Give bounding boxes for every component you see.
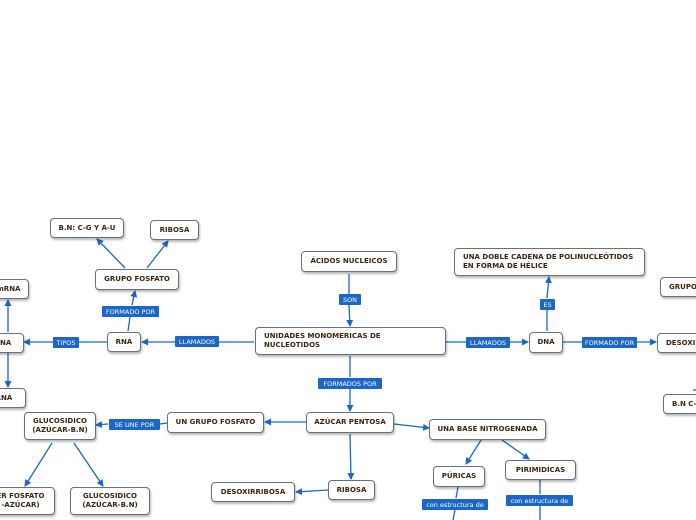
- node-rna-left-bottom[interactable]: RNA: [0, 388, 26, 408]
- edge-puricas-estructura: [455, 486, 459, 499]
- label-formado-por-dna: FORMADO POR: [582, 337, 637, 348]
- node-glucosidico-1[interactable]: GLUCOSIDICO (AZÚCAR-B.N): [24, 412, 96, 440]
- edge-es-doble: [544, 276, 552, 299]
- label-se-une-por: SE UNE POR: [109, 419, 160, 430]
- label-llamados-right: LLAMADOS: [466, 337, 510, 348]
- label-es: ES: [540, 299, 555, 310]
- node-unidades-monomericas[interactable]: UNIDADES MONOMERICAS DE NUCLEOTIDOS: [255, 327, 446, 355]
- node-glucosidico-2[interactable]: GLUCOSIDICO (AZÚCAR-B.N): [70, 487, 150, 515]
- label-son: SON: [339, 294, 361, 305]
- node-doble-cadena[interactable]: UNA DOBLE CADENA DE POLINUCLEÓTIDOS EN F…: [454, 248, 645, 276]
- label-formados-por: FORMADOS POR: [318, 378, 382, 389]
- edge-azucar-ribosa: [347, 433, 355, 480]
- node-puricas[interactable]: PÚRICAS: [433, 466, 485, 487]
- node-acidos-nucleicos[interactable]: ÁCIDOS NUCLEICOS: [301, 251, 397, 272]
- node-pirimidicas[interactable]: PIRIMIDÍCAS: [505, 460, 576, 480]
- edge-grupo-bn: [96, 238, 126, 269]
- node-mrna[interactable]: mRNA: [0, 279, 29, 299]
- edge-grupo-ribosa: [146, 240, 169, 269]
- node-grupo-right[interactable]: GRUPO: [660, 277, 696, 297]
- node-dna[interactable]: DNA: [529, 332, 563, 353]
- edge-azucar-base: [393, 423, 430, 431]
- node-un-grupo-fosfato[interactable]: UN GRUPO FOSFATO: [167, 412, 264, 433]
- edge-gluc-gluc2: [73, 442, 104, 487]
- label-formado-por-rna: FORMADO POR: [102, 306, 159, 317]
- node-rna-left[interactable]: RNA: [0, 333, 24, 353]
- edge-son-unidades: [346, 304, 354, 327]
- node-ribosa-bottom[interactable]: RIBOSA: [328, 480, 375, 500]
- node-bn-cg-au[interactable]: B.N: C-G Y A-U: [50, 218, 124, 238]
- node-desoxirribosa[interactable]: DESOXIRRIBOSA: [211, 482, 295, 502]
- node-azucar-pentosa[interactable]: AZÚCAR PENTOSA: [306, 412, 394, 433]
- edge-gluc-erfosfato: [24, 442, 53, 487]
- label-estructura-2: con estructura de: [506, 495, 573, 506]
- edge-formado-grupo: [130, 290, 138, 306]
- node-er-fosfato[interactable]: ER FOSFATO -AZÚCAR): [0, 487, 55, 515]
- label-tipos: TIPOS: [53, 337, 79, 348]
- edge-seune-gluc: [95, 421, 109, 428]
- node-grupo-fosfato-rna[interactable]: GRUPO FOSFATO: [95, 269, 179, 290]
- node-desoxi-right[interactable]: DESOXI: [657, 333, 696, 353]
- node-bn-c-right[interactable]: B.N C-: [663, 394, 696, 414]
- edge-base-puricas: [465, 439, 482, 465]
- edge-rna-formado: [127, 316, 131, 332]
- label-estructura-1: con estructura de: [422, 499, 488, 510]
- node-base-nitrogenada[interactable]: UNA BASE NITROGENADA: [429, 419, 546, 440]
- node-rna[interactable]: RNA: [107, 332, 141, 352]
- edge-estructura-down-1: [452, 509, 456, 520]
- label-llamados-left: LLAMADOS: [175, 336, 219, 347]
- edge-base-pirimidicas: [501, 439, 530, 460]
- edge-ribosa-desoxi: [295, 488, 329, 496]
- node-ribosa-top[interactable]: RIBOSA: [150, 220, 199, 240]
- edge-fosfato-seune: [159, 422, 168, 425]
